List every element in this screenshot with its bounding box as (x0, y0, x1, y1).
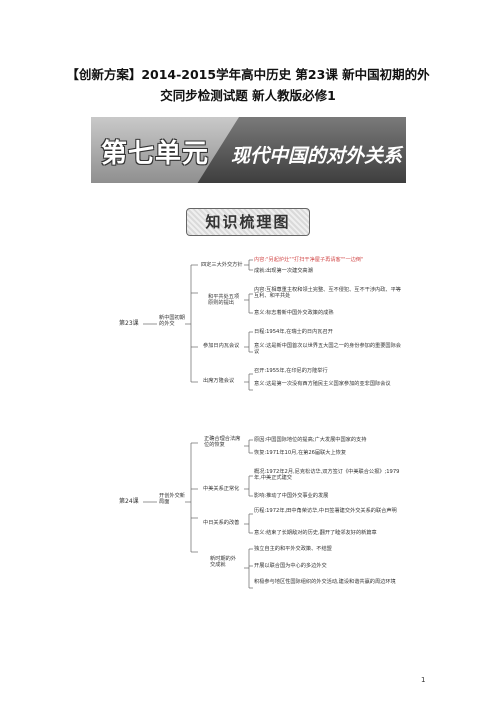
unit-title: 现代中国的对外关系 (231, 145, 403, 167)
l24-leaf-era-policy: 独立自主的和平外交政策、不结盟 (254, 546, 332, 552)
lesson24-topic: 开创外交新局面 (159, 493, 185, 506)
l23-branch-bandung: 出席万隆会议 (203, 378, 235, 384)
l23-branch-five-principles: 和平共处五项原则的提出 (208, 294, 240, 307)
l24-leaf-un-restored: 恢复:1971年10月,在第26届联大上恢复 (254, 450, 347, 456)
l24-leaf-sinous-impact: 影响:推动了中国外交事业的发展 (254, 493, 329, 499)
l24-leaf-era-regional: 积极参与地区性国际组织的外交活动,建设和谐共赢的周边环境 (254, 579, 396, 585)
knowledge-map-heading: 知识梳理图 (186, 208, 310, 236)
l23-branch-geneva: 参加日内瓦会议 (203, 343, 240, 349)
document-title-line2: 交同步检测试题 新人教版必修1 (160, 88, 336, 103)
l23-leaf-principles-content: 内容:互相尊重主权和领土完整、互不侵犯、互不干涉内政、平等互利、和平共处 (254, 287, 401, 300)
l24-leaf-sinojp-meaning: 意义:结束了长期敌对的历史,翻开了睦邻友好的新篇章 (254, 530, 377, 536)
lesson24-label: 第24课 (119, 498, 139, 505)
document-title-line1: 【创新方案】2014-2015学年高中历史 第23课 新中国初期的外 (66, 67, 430, 82)
page-number: 1 (421, 676, 426, 684)
l23-branch-policies: 四定三大外交方针 (201, 262, 243, 268)
l24-branch-sino-japan: 中日关系的改善 (203, 520, 240, 526)
l23-leaf-principles-meaning: 意义:标志着新中国外交政策的成熟 (254, 310, 334, 316)
l24-leaf-sinojp-history: 历程:1972年,田中角荣访华,中日签署建交外交关系的联合声明 (254, 508, 397, 514)
l23-leaf-geneva-meaning: 意义:这是新中国首次以世界五大国之一的身份参加的重要国际会议 (254, 343, 401, 356)
l23-leaf-bandung-date: 召开:1955年,在印尼的万隆举行 (254, 368, 328, 374)
unit-number: 第七单元 (101, 139, 210, 169)
l24-branch-un-seat: 正确合理合法席位的恢复 (204, 436, 241, 449)
l23-leaf-geneva-date: 日程:1954年,在瑞士的日内瓦召开 (254, 329, 333, 335)
l23-leaf-policy-result: 成就:出现第一次建交高潮 (254, 268, 313, 274)
l24-branch-new-era: 新时期的外交成就 (210, 556, 236, 569)
l24-leaf-un-reason: 原因:中国国际地位的提高;广大发展中国家的支持 (254, 437, 367, 443)
l23-leaf-policy-content-text: 内容:"另起炉灶""打扫干净屋子再请客""一边倒" (254, 257, 364, 263)
l24-leaf-sinous-overview: 概况:1972年2月,尼克松访华,双方签订《中美联合公报》;1979年,中美正式… (254, 469, 400, 482)
unit-banner: 第七单元 现代中国的对外关系 (91, 117, 406, 183)
lesson23-label: 第23课 (119, 320, 139, 327)
l24-leaf-era-multilateral: 开展以联合国为中心的多边外交 (254, 563, 327, 569)
lesson23-topic: 新中国初期的外交 (159, 315, 185, 328)
l24-branch-sino-us: 中美关系正常化 (203, 486, 240, 492)
l23-leaf-bandung-meaning: 意义:这是第一次没有西方殖民主义国家参加的亚非国际会议 (254, 381, 391, 387)
l23-leaf-policy-content: 内容:"另起炉灶""打扫干净屋子再请客""一边倒" (254, 257, 404, 263)
